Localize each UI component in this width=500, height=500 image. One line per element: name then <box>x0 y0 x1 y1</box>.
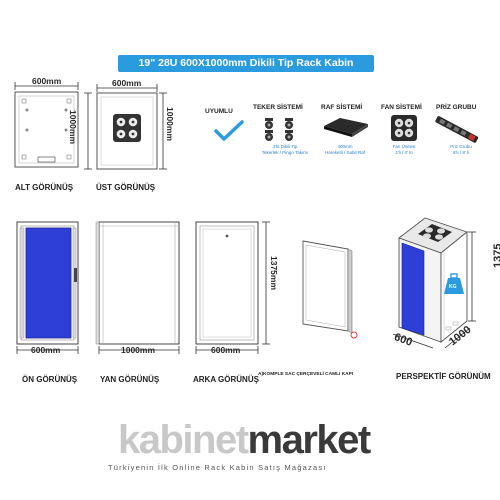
shelf-sub-1: 400mm <box>337 144 353 149</box>
side-view-depth: 1000mm <box>121 345 156 355</box>
wheel-set-icon <box>265 118 293 141</box>
front-view-width: 600mm <box>31 345 61 355</box>
socket-sub-2: 6'lı / 8' li <box>453 150 469 155</box>
top-view-label: ÜST GÖRÜNÜŞ <box>96 183 156 192</box>
wheel-sub-1: 4'lü Dikili Tip <box>272 144 298 149</box>
bottom-view-label: ALT GÖRÜNÜŞ <box>15 183 74 192</box>
perspective-height: 1375 <box>492 243 500 268</box>
compatible-title: UYUMLU <box>205 108 233 115</box>
title-banner: 19" 28U 600X1000mm Dikili Tip Rack Kabin <box>118 55 374 72</box>
front-view-label: ÖN GÖRÜNÜŞ <box>22 375 78 384</box>
socket-sub-1: Priz Grubu <box>450 144 472 149</box>
fan-system-title: FAN SİSTEMİ <box>381 104 422 111</box>
back-view-width: 600mm <box>211 345 241 355</box>
perspective-label: PERSPEKTİF GÖRÜNÜM <box>396 372 491 381</box>
brand-tagline: Türkiyenin İlk Online Rack Kabin Satış M… <box>108 463 327 472</box>
wheel-sub-2: Tekerlek / Pingo Takımı <box>261 150 309 155</box>
wheel-system-title: TEKER SİSTEMİ <box>253 104 303 111</box>
back-view-label: ARKA GÖRÜNÜŞ <box>193 375 259 384</box>
bottom-view-width: 600mm <box>32 76 62 86</box>
top-view-width: 600mm <box>112 78 142 88</box>
power-strip-icon <box>435 116 479 143</box>
fan-unit-icon <box>391 115 417 141</box>
side-view-label: YAN GÖRÜNÜŞ <box>100 375 160 384</box>
brand-logo: kabinetmarket <box>118 418 371 462</box>
shelf-sub-2: Hareketli / Sabit Raf <box>324 150 366 155</box>
door-label: A)KOMPLE SAC ÇERÇEVELİ CAMLI KAPI <box>258 372 354 377</box>
socket-group-title: PRİZ GRUBU <box>436 104 477 111</box>
shelf-system-title: RAF SİSTEMİ <box>321 104 363 111</box>
weight-badge-label: KG <box>449 284 457 290</box>
fan-sub-1: Fan Ünitesi <box>392 144 416 149</box>
fan-sub-2: 2'li / 4' lü <box>395 150 413 155</box>
shelf-icon <box>324 118 368 137</box>
check-icon <box>214 120 244 141</box>
